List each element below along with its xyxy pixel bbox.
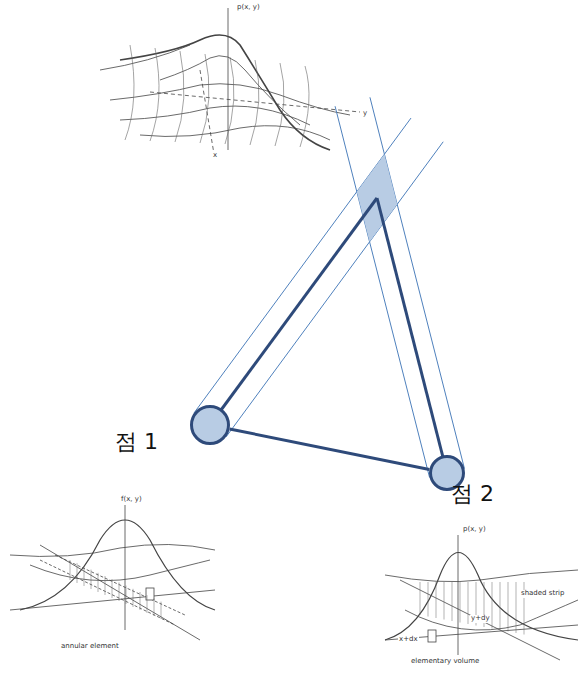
gaussian-sketch-right (385, 535, 578, 660)
sketch-label: y+dy (470, 615, 491, 623)
point-circle: 점 2 (429, 455, 465, 491)
sketch-label: f(x, y) (120, 496, 143, 504)
surface-sketch (100, 8, 360, 160)
sketch-label: elementary volume (410, 658, 480, 666)
sketch-label: p(x, y) (236, 4, 261, 12)
point-label: 점 2 (451, 479, 494, 509)
sketch-label: y (362, 110, 368, 118)
sketch-label: x+dx (398, 636, 419, 644)
gaussian-sketch-left (10, 505, 215, 640)
sketch-label: x (212, 152, 218, 160)
sketch-label: annular element (60, 643, 120, 651)
sketch-label: p(x, y) (462, 526, 487, 534)
point-circle: 점 1 (190, 405, 230, 445)
triangle-side (230, 429, 430, 469)
sketch-label: shaded strip (520, 590, 565, 598)
circle-shape (190, 405, 230, 445)
point-label: 점 1 (115, 427, 158, 457)
